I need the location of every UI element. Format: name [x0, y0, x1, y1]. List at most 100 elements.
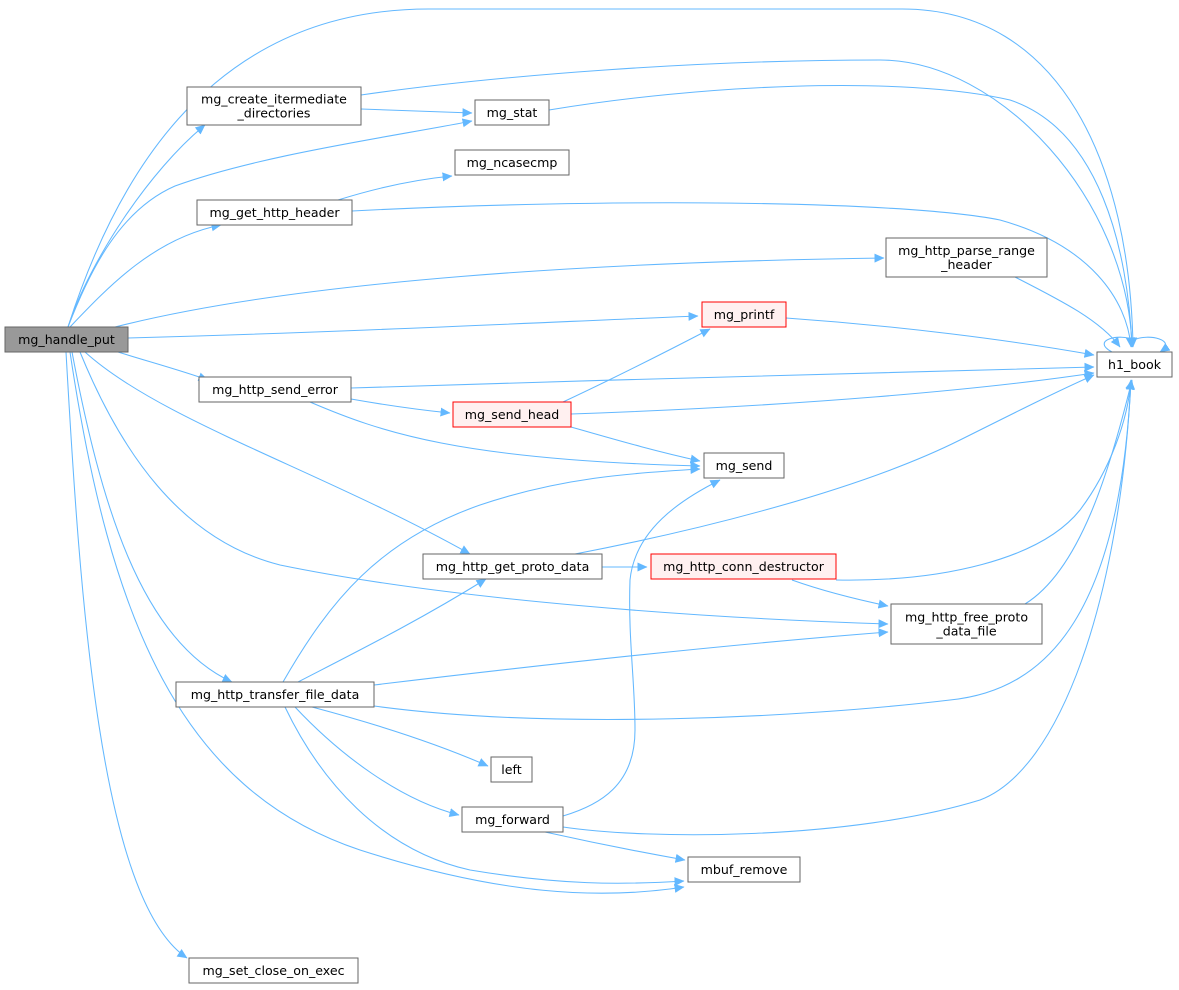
edge-layer: [65, 8, 1171, 959]
node-mg-printf[interactable]: mg_printf: [701, 301, 787, 328]
node-label: mg_get_http_header: [209, 205, 340, 220]
edge-mg-http-send-error-to-mg-send: [309, 401, 701, 471]
node-box: [885, 237, 1048, 278]
node-label: _data_file: [935, 624, 996, 639]
edge-mg-forward-to-h1-book: [562, 379, 1136, 836]
node-mg-handle-put[interactable]: mg_handle_put: [4, 326, 129, 353]
node-label: h1_book: [1108, 357, 1162, 372]
edge-mg-http-transfer-file-data-to-mg-send: [282, 465, 701, 683]
node-box: [687, 856, 801, 883]
edge-mg-send-head-to-mg-send: [570, 426, 701, 464]
node-box: [198, 376, 352, 403]
edge-h1-book-to-h1-book: [1103, 336, 1171, 353]
node-label: mbuf_remove: [701, 862, 788, 877]
node-box: [175, 681, 375, 708]
node-mg-ncasecmp[interactable]: mg_ncasecmp: [454, 149, 570, 176]
node-mg-http-conn-destructor[interactable]: mg_http_conn_destructor: [650, 553, 837, 580]
edge-mg-http-transfer-file-data-to-mg-http-free-proto-data-file: [373, 628, 889, 686]
edge-mg-stat-to-h1-book: [548, 84, 1137, 348]
node-label: left: [501, 762, 521, 777]
node-box: [890, 603, 1043, 645]
node-mg-stat[interactable]: mg_stat: [474, 99, 550, 126]
edge-mg-http-transfer-file-data-to-h1-book: [373, 379, 1136, 720]
edge-mg-send-head-to-h1-book: [570, 369, 1095, 415]
node-label: _directories: [237, 106, 311, 121]
node-mg-get-http-header[interactable]: mg_get_http_header: [196, 199, 353, 226]
node-box: [490, 756, 533, 783]
edge-mg-handle-put-to-mg-printf: [127, 311, 699, 339]
edge-mg-http-parse-range-header-to-h1-book: [1014, 276, 1121, 348]
edge-mg-handle-put-to-mg-http-free-proto-data-file: [79, 351, 889, 629]
edge-mg-create-itermediate-directories-to-h1-book: [360, 59, 1137, 348]
node-label: mg_ncasecmp: [467, 155, 558, 170]
node-label: mg_handle_put: [18, 332, 115, 347]
edge-mg-handle-put-to-mg-http-parse-range-header: [114, 253, 885, 328]
node-label: mg_set_close_on_exec: [202, 963, 344, 978]
edge-mg-get-http-header-to-mg-ncasecmp: [337, 172, 453, 201]
edge-mg-handle-put-to-mbuf-remove: [69, 351, 685, 894]
node-label: mg_send_head: [465, 407, 560, 422]
node-mg-forward[interactable]: mg_forward: [461, 806, 564, 833]
node-box: [4, 326, 129, 353]
node-label: mg_http_get_proto_data: [436, 559, 590, 574]
edge-mg-http-send-error-to-mg-send-head: [350, 398, 451, 417]
node-box: [188, 957, 359, 984]
node-box: [461, 806, 564, 833]
node-mg-http-transfer-file-data[interactable]: mg_http_transfer_file_data: [175, 681, 375, 708]
node-mbuf-remove[interactable]: mbuf_remove: [687, 856, 801, 883]
edge-mg-http-get-proto-data-to-h1-book: [574, 374, 1095, 555]
edge-mg-http-transfer-file-data-to-left: [311, 706, 489, 767]
node-label: mg_send: [716, 458, 773, 473]
node-label: mg_http_transfer_file_data: [191, 687, 360, 702]
node-label: mg_http_send_error: [212, 382, 339, 397]
edge-mg-handle-put-to-mg-set-close-on-exec: [65, 351, 188, 959]
node-mg-create-itermediate-directories[interactable]: mg_create_itermediate_directories: [186, 86, 362, 126]
node-box: [186, 86, 362, 126]
edge-mg-http-conn-destructor-to-h1-book: [835, 379, 1135, 581]
edge-mg-handle-put-to-mg-http-transfer-file-data: [71, 351, 233, 683]
edge-mg-get-http-header-to-h1-book: [351, 202, 1135, 348]
node-box: [701, 301, 787, 328]
edge-mg-http-conn-destructor-to-mg-http-free-proto-data-file: [791, 579, 889, 609]
edge-mg-send-head-to-mg-printf: [562, 328, 711, 403]
node-label: mg_printf: [714, 307, 775, 322]
node-mg-send[interactable]: mg_send: [703, 452, 785, 479]
edge-mg-handle-put-to-mg-http-send-error: [117, 351, 209, 382]
node-box: [650, 553, 837, 580]
edge-mg-http-transfer-file-data-to-mg-forward: [294, 706, 460, 818]
node-box: [454, 149, 570, 176]
edge-mg-handle-put-to-mg-http-get-proto-data: [84, 351, 471, 555]
edge-mg-forward-to-mbuf-remove: [544, 831, 686, 863]
node-mg-http-parse-range-header[interactable]: mg_http_parse_range_header: [885, 237, 1048, 278]
node-box: [474, 99, 550, 126]
node-label: _header: [940, 257, 992, 272]
edge-mg-http-transfer-file-data-to-mbuf-remove: [284, 706, 685, 887]
node-mg-http-send-error[interactable]: mg_http_send_error: [198, 376, 352, 403]
edge-mg-handle-put-to-mg-stat: [67, 118, 473, 328]
edge-mg-create-itermediate-directories-to-mg-stat: [360, 108, 473, 118]
node-mg-set-close-on-exec[interactable]: mg_set_close_on_exec: [188, 957, 359, 984]
node-layer: mg_handle_put mg_create_itermediate_direc…: [4, 86, 1173, 984]
node-box: [422, 553, 603, 580]
node-mg-http-free-proto-data-file[interactable]: mg_http_free_proto_data_file: [890, 603, 1043, 645]
edge-mg-handle-put-to-h1-book: [67, 8, 1138, 348]
node-label: mg_http_conn_destructor: [663, 559, 825, 574]
node-box: [1096, 351, 1173, 378]
edge-mg-http-transfer-file-data-to-mg-http-get-proto-data: [297, 578, 487, 683]
node-h1-book[interactable]: h1_book: [1096, 351, 1173, 378]
edge-mg-printf-to-h1-book: [785, 317, 1095, 358]
node-label: mg_stat: [487, 105, 538, 120]
node-box: [703, 452, 785, 479]
node-box: [452, 401, 572, 428]
edge-mg-handle-put-to-mg-create-itermediate-directories: [67, 124, 206, 328]
node-mg-http-get-proto-data[interactable]: mg_http_get_proto_data: [422, 553, 603, 580]
node-left[interactable]: left: [490, 756, 533, 783]
edge-mg-http-send-error-to-h1-book: [350, 362, 1095, 389]
node-label: mg_create_itermediate: [201, 92, 347, 107]
edge-mg-forward-to-mg-send: [562, 479, 721, 817]
node-label: mg_http_parse_range: [898, 243, 1035, 258]
node-label: mg_http_free_proto: [905, 610, 1028, 625]
node-mg-send-head[interactable]: mg_send_head: [452, 401, 572, 428]
edge-mg-http-free-proto-data-file-to-h1-book: [1024, 379, 1135, 605]
